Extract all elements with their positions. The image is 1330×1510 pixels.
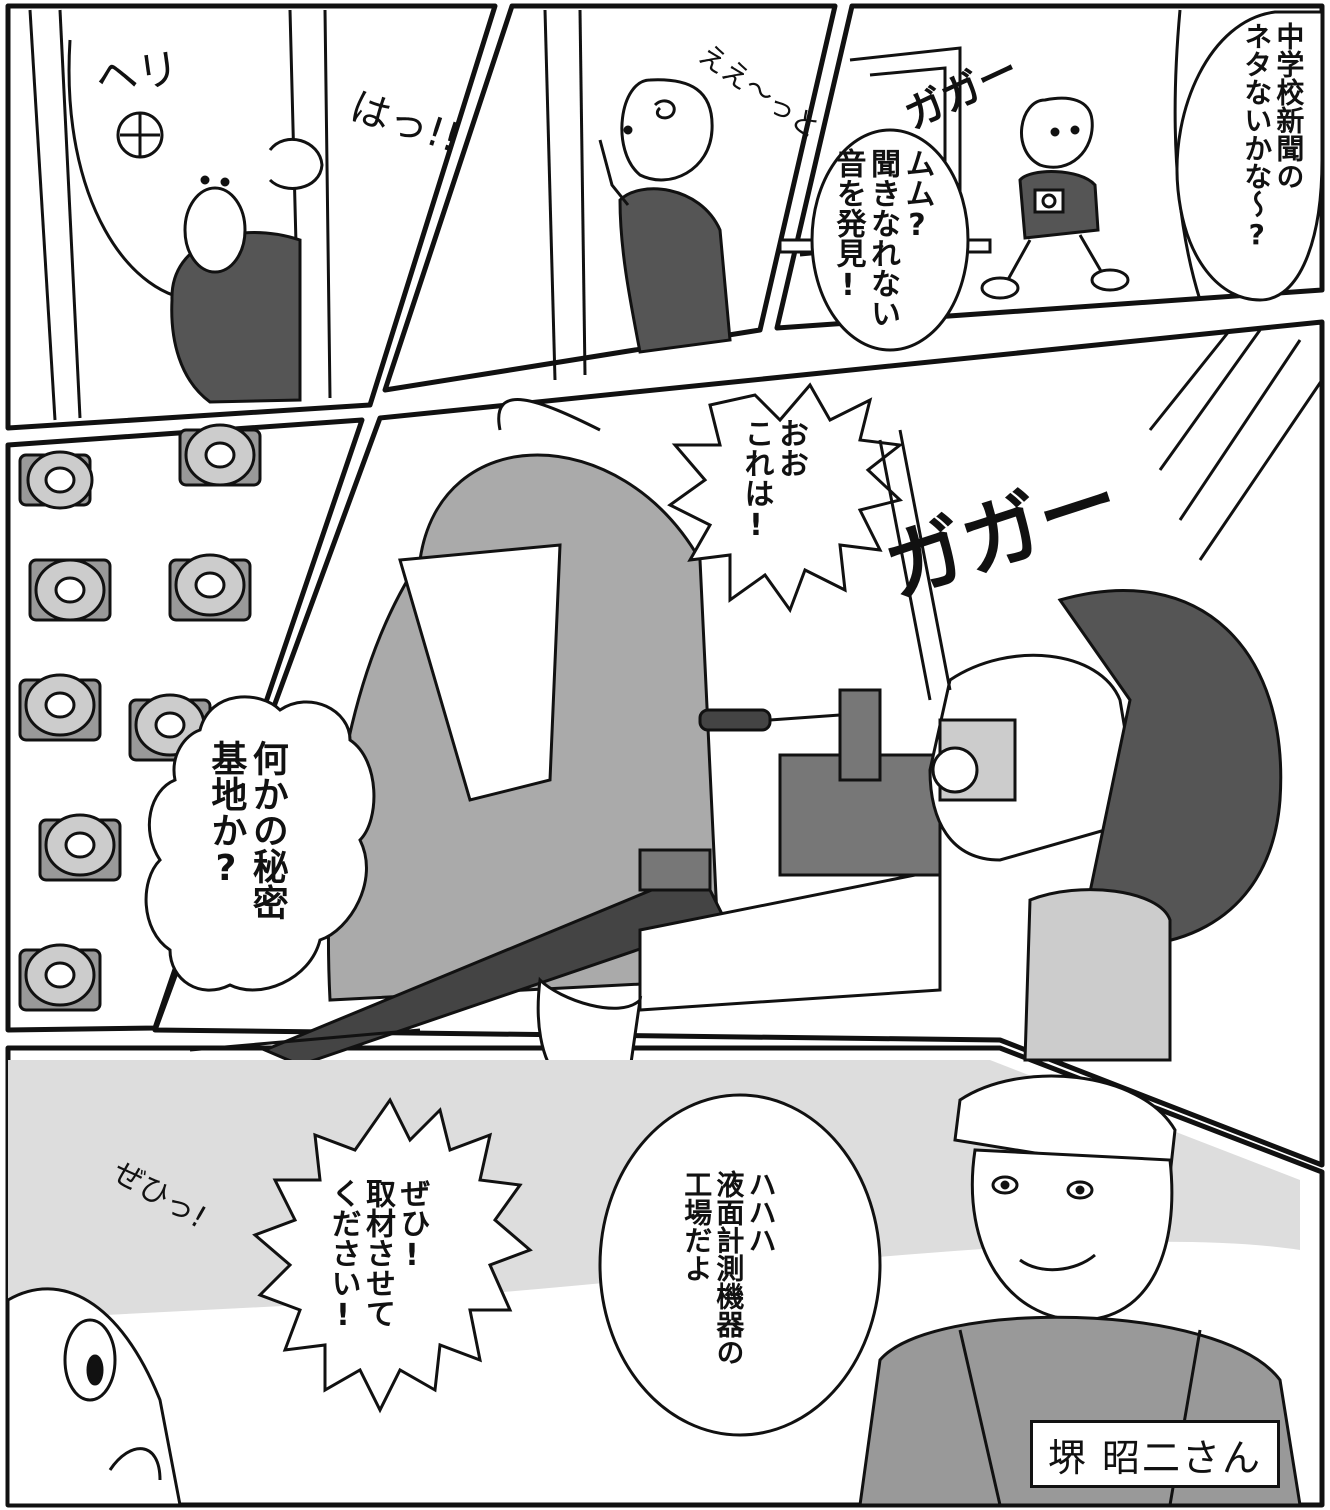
panel-5-drawing [261, 398, 1283, 1082]
panel-3-narration: 中学校新聞の ネタないかな〜? [1240, 22, 1306, 251]
panel-5-speech: おお これは! [738, 418, 809, 543]
panel-4-cloud-bubble [144, 695, 376, 992]
panel-1-border [5, 3, 498, 431]
panel-6-kid-spiky-bubble [252, 1097, 533, 1414]
panel-6-worker-speech-bubble [598, 1093, 882, 1437]
panel-3-narration-bubble [1175, 10, 1324, 302]
speed-lines [189, 329, 1324, 1052]
panel-6-kid-speech: ぜひ! 取材させて ください! [325, 1178, 430, 1333]
name-caption: 堺 昭二さん [1030, 1420, 1280, 1488]
panel-4-speech: 何かの秘密 基地か? [205, 740, 288, 920]
panel-1-drawing [28, 9, 332, 421]
panel-5-spiky-bubble [667, 382, 904, 614]
panel-1-sfx-left: ヘリ [92, 43, 183, 104]
panel-3-speech: ムム? 聞きなれない 音を発見! [830, 148, 935, 328]
panel-3-speech-bubble [810, 128, 970, 352]
panel-6-worker-speech: ハハハ 液面計測機器の 工場だよ [680, 1170, 778, 1366]
panel-4-drawing [18, 423, 262, 1012]
panel-2-drawing [543, 9, 732, 381]
